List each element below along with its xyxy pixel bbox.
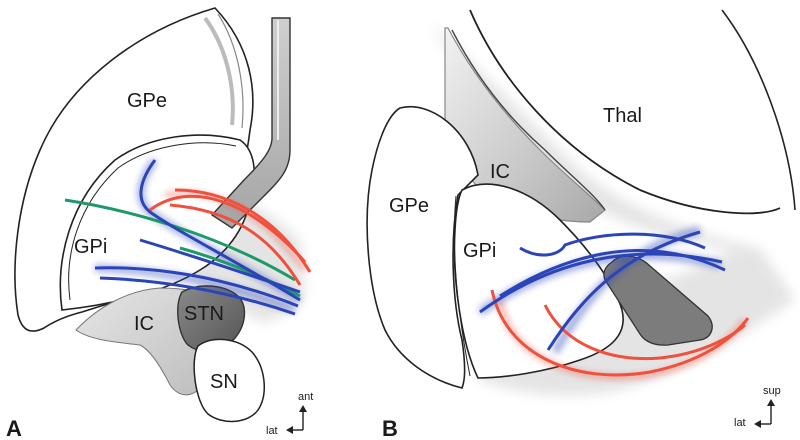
blue-fiber-b3	[546, 230, 701, 351]
orientation-indicator-a: ant lat	[266, 391, 313, 437]
panel-a: GPe GPi IC STN SN A ant lat	[6, 7, 313, 440]
red-fiber-b	[174, 188, 312, 273]
thal-right-edge	[721, 9, 796, 211]
fibers-panel-a	[64, 157, 312, 316]
panel-letter-b: B	[382, 416, 398, 440]
orientation-label-lat-a: lat	[266, 425, 278, 437]
post-structure-a	[210, 17, 291, 229]
thal-region	[470, 10, 795, 216]
red-fiber-c	[169, 203, 302, 286]
gpi-boundary-double-b	[453, 195, 471, 377]
panel-letter-a: A	[6, 416, 22, 440]
red-fiber-b2	[543, 304, 746, 361]
dark-structure-b	[603, 255, 713, 346]
background-band-b	[430, 22, 795, 396]
blue-fiber-c	[99, 276, 296, 316]
red-fiber-a	[149, 194, 307, 263]
red-fiber-b1	[490, 289, 750, 377]
blue-fiber-b2	[519, 232, 706, 257]
gpe-region-b	[366, 105, 479, 389]
ic-inner-edge-b	[451, 29, 606, 211]
label-ic-b: IC	[490, 161, 510, 183]
label-stn: STN	[184, 303, 224, 325]
panel-b: Thal IC GPe GPi B sup lat	[366, 9, 796, 440]
label-gpi-b: GPi	[463, 240, 496, 262]
green-fiber-b	[179, 246, 301, 298]
gpi-boundary-double	[68, 142, 237, 301]
orientation-label-sup: sup	[763, 385, 781, 397]
blue-fiber-d	[139, 238, 301, 294]
label-gpe-a: GPe	[127, 90, 167, 112]
blue-fiber-b	[94, 266, 299, 308]
gpe-fold-line	[203, 16, 235, 126]
orientation-label-lat-b: lat	[734, 417, 746, 429]
label-gpi-a: GPi	[74, 236, 107, 258]
orientation-indicator-b: sup lat	[734, 385, 781, 429]
blue-fiber-a	[139, 159, 301, 302]
blue-fiber-b4	[499, 249, 726, 298]
gpe-fold-line-2	[217, 13, 244, 129]
sn-region	[193, 338, 265, 423]
orientation-label-ant: ant	[298, 391, 313, 403]
label-thal: Thal	[603, 105, 642, 127]
label-sn: SN	[210, 371, 238, 393]
fibers-panel-b	[477, 226, 750, 381]
thal-border	[469, 9, 781, 215]
label-ic-a: IC	[134, 313, 154, 335]
label-gpe-b: GPe	[389, 195, 429, 217]
